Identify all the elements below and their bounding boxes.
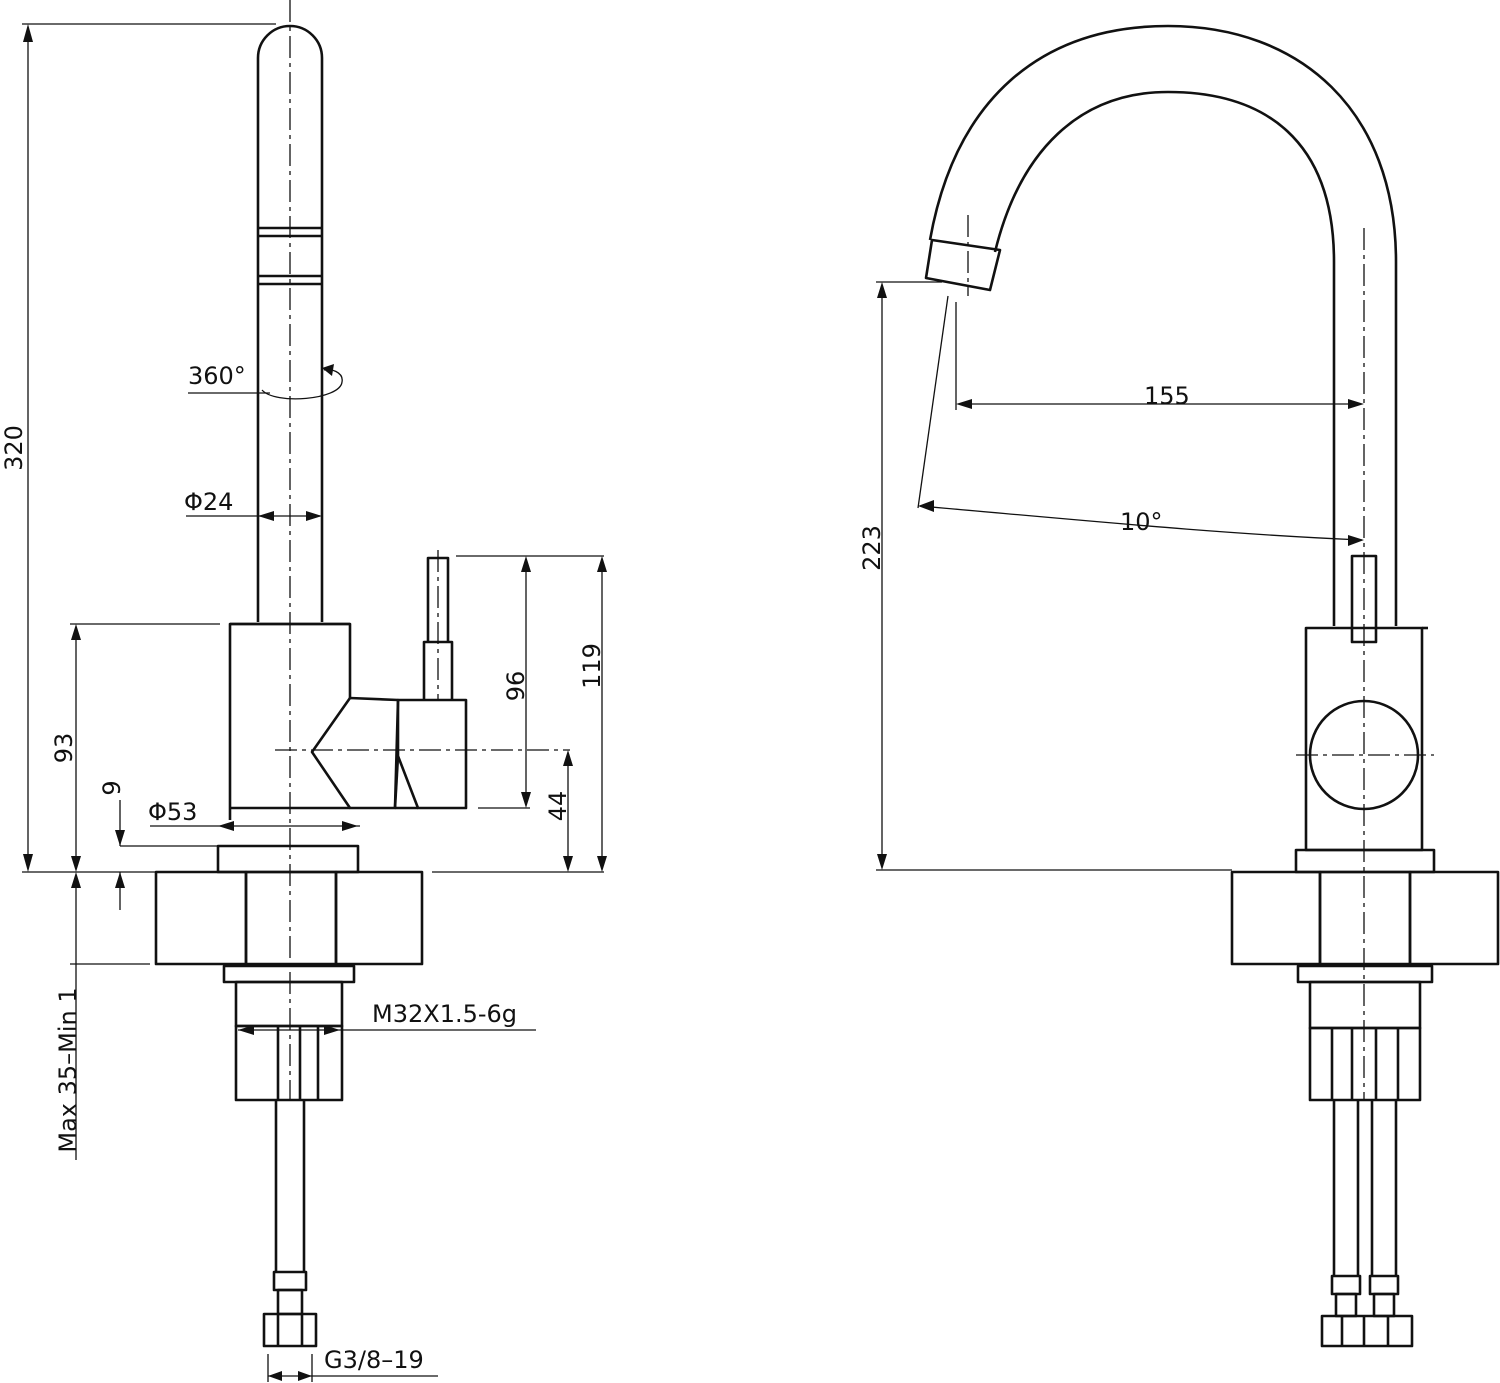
dim-collar: 9 [98, 780, 126, 795]
dim-swivel: 360° [188, 362, 246, 390]
dim-handle-total: 119 [578, 643, 606, 689]
dim-base-diameter: Φ53 [148, 798, 197, 826]
dim-deck-thickness: Max 35–Min 1 [54, 987, 82, 1152]
dim-outlet-angle: 10° [1120, 508, 1163, 536]
front-view: 223 155 10° [858, 24, 1500, 1348]
dim-handle-pivot: 44 [544, 791, 572, 822]
dim-body-height: 93 [50, 733, 78, 764]
front-hose-connectors [1320, 1314, 1414, 1348]
dim-spout-diameter: Φ24 [184, 488, 233, 516]
dim-reach: 155 [1144, 382, 1190, 410]
dim-hose-connector: G3/8–19 [324, 1346, 424, 1374]
dim-handle-top: 96 [502, 671, 530, 702]
dim-outlet-height: 223 [858, 525, 886, 571]
spout-tube [256, 24, 324, 622]
side-view: 320 360° Φ24 93 9 Φ53 Max 35–Min 1 [0, 0, 607, 1382]
front-handle-lever [1350, 554, 1378, 644]
dim-total-height: 320 [0, 425, 28, 471]
gooseneck-spout [993, 90, 1336, 626]
countertop-right [1230, 870, 1500, 966]
mounting-nut [234, 1024, 344, 1102]
handle-hub [396, 698, 468, 810]
front-mounting-nut [1308, 1026, 1422, 1102]
dim-thread: M32X1.5-6g [372, 1000, 517, 1028]
hose-connector [262, 1312, 318, 1348]
base-collar [216, 844, 360, 874]
handle-cartridge [310, 696, 400, 810]
countertop-left [154, 870, 424, 966]
aerator [924, 238, 1002, 292]
